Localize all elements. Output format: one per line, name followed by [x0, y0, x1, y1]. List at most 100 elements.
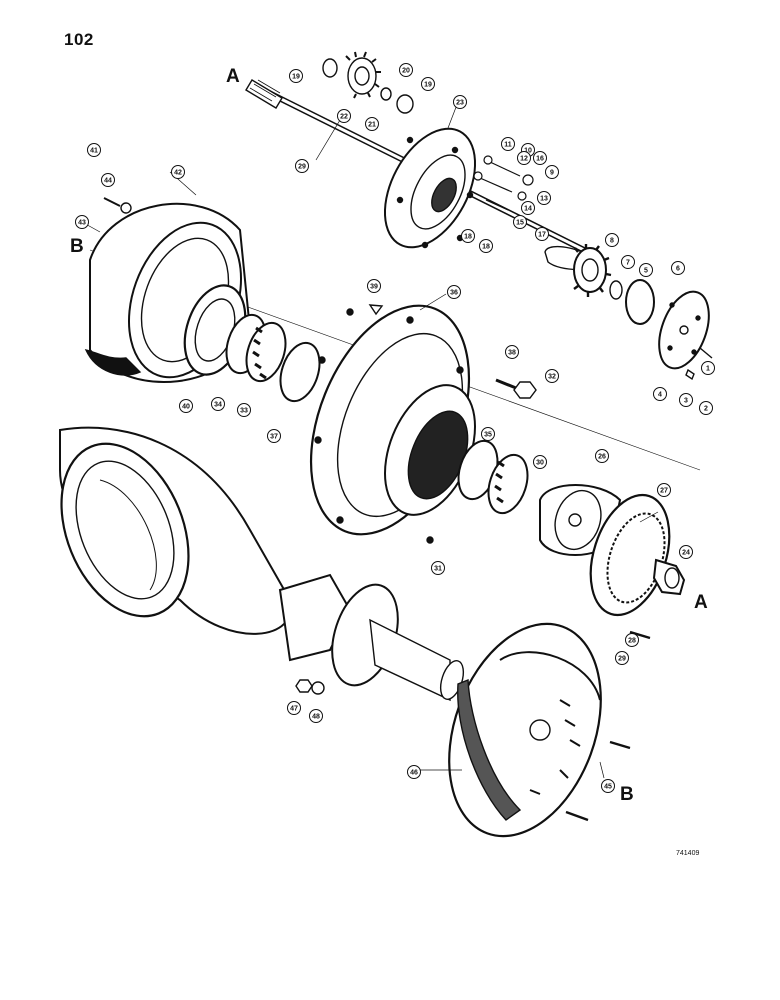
bearing-cup — [279, 341, 321, 403]
thrust-washer — [609, 280, 623, 300]
callout-label: 10 — [524, 147, 532, 154]
callout-label: 30 — [536, 459, 544, 466]
callout-label: 4 — [658, 391, 662, 398]
callout-label: 13 — [540, 195, 548, 202]
ref-letter-b-bottom: B — [620, 784, 634, 805]
callout-27: 27 — [657, 483, 671, 497]
end-cover — [658, 290, 713, 381]
callout-32: 32 — [545, 369, 559, 383]
callout-label: 26 — [598, 453, 606, 460]
callout-17: 17 — [535, 227, 549, 241]
callout-44: 44 — [101, 173, 115, 187]
callout-16: 16 — [533, 151, 547, 165]
callout-18: 18 — [479, 239, 493, 253]
callout-label: 2 — [704, 405, 708, 412]
callout-42: 42 — [171, 165, 185, 179]
callout-29: 29 — [615, 651, 629, 665]
wheel-nut — [513, 381, 537, 399]
callout-20: 20 — [399, 63, 413, 77]
callout-9: 9 — [545, 165, 559, 179]
callout-8: 8 — [605, 233, 619, 247]
callout-22: 22 — [337, 109, 351, 123]
callout-15: 15 — [513, 215, 527, 229]
bolt-46-upper — [609, 740, 631, 750]
callout-label: 5 — [644, 267, 648, 274]
planet-carrier-plate — [383, 127, 477, 249]
callout-33: 33 — [237, 403, 251, 417]
washer-19-top — [322, 58, 338, 78]
catalog-number: 741409 — [676, 850, 700, 857]
callout-label: 19 — [292, 73, 300, 80]
callout-6: 6 — [671, 261, 685, 275]
callout-label: 27 — [660, 487, 668, 494]
callout-label: 12 — [520, 155, 528, 162]
callout-label: 42 — [174, 169, 182, 176]
bolt-46-lower — [565, 810, 589, 822]
page-number: 102 — [64, 30, 94, 49]
callout-35: 35 — [481, 427, 495, 441]
callout-label: 3 — [684, 397, 688, 404]
callout-38: 38 — [505, 345, 519, 359]
callout-label: 29 — [618, 655, 626, 662]
callout-label: 41 — [90, 147, 98, 154]
callout-label: 40 — [182, 403, 190, 410]
callout-label: 45 — [604, 783, 612, 790]
callout-label: 47 — [290, 705, 298, 712]
callout-19: 19 — [421, 77, 435, 91]
callout-48: 48 — [309, 709, 323, 723]
callout-label: 16 — [536, 155, 544, 162]
callout-label: 37 — [270, 433, 278, 440]
callout-43: 43 — [75, 215, 89, 229]
callout-label: 32 — [548, 373, 556, 380]
callout-41: 41 — [87, 143, 101, 157]
callout-26: 26 — [595, 449, 609, 463]
snap-ring — [625, 279, 655, 325]
callout-label: 39 — [370, 283, 378, 290]
callout-label: 18 — [464, 233, 472, 240]
bolt-28 — [629, 630, 651, 640]
bearing-cone-31 — [487, 453, 529, 515]
callout-14: 14 — [521, 201, 535, 215]
callout-label: 20 — [402, 67, 410, 74]
callout-3: 3 — [679, 393, 693, 407]
callout-45: 45 — [601, 779, 615, 793]
callout-label: 31 — [434, 565, 442, 572]
callout-7: 7 — [621, 255, 635, 269]
callout-label: 44 — [104, 177, 112, 184]
axle-housing — [59, 426, 292, 635]
wheel-hub — [309, 304, 476, 544]
lock-nut — [652, 558, 686, 596]
callout-label: 1 — [706, 365, 710, 372]
callout-40: 40 — [179, 399, 193, 413]
callout-4: 4 — [653, 387, 667, 401]
callout-label: 28 — [628, 637, 636, 644]
callout-label: 14 — [524, 205, 532, 212]
callout-label: 24 — [682, 549, 690, 556]
callout-47: 47 — [287, 701, 301, 715]
pinion-gear-top — [345, 51, 381, 99]
callout-label: 29 — [298, 163, 306, 170]
callout-21: 21 — [365, 117, 379, 131]
callout-24: 24 — [679, 545, 693, 559]
callout-label: 36 — [450, 289, 458, 296]
callout-label: 9 — [550, 169, 554, 176]
callout-11: 11 — [501, 137, 515, 151]
callout-37: 37 — [267, 429, 281, 443]
axle-spindle — [278, 573, 465, 702]
callout-46: 46 — [407, 765, 421, 779]
fastener-group — [473, 155, 534, 211]
callout-label: 35 — [484, 431, 492, 438]
callout-label: 46 — [410, 769, 418, 776]
callout-1: 1 — [701, 361, 715, 375]
callout-label: 7 — [626, 259, 630, 266]
callout-label: 38 — [508, 349, 516, 356]
callout-19: 19 — [289, 69, 303, 83]
ring-21 — [380, 87, 392, 101]
callout-39: 39 — [367, 279, 381, 293]
callout-34: 34 — [211, 397, 225, 411]
callout-label: 15 — [516, 219, 524, 226]
callout-label: 33 — [240, 407, 248, 414]
washer-19-right — [396, 94, 414, 114]
